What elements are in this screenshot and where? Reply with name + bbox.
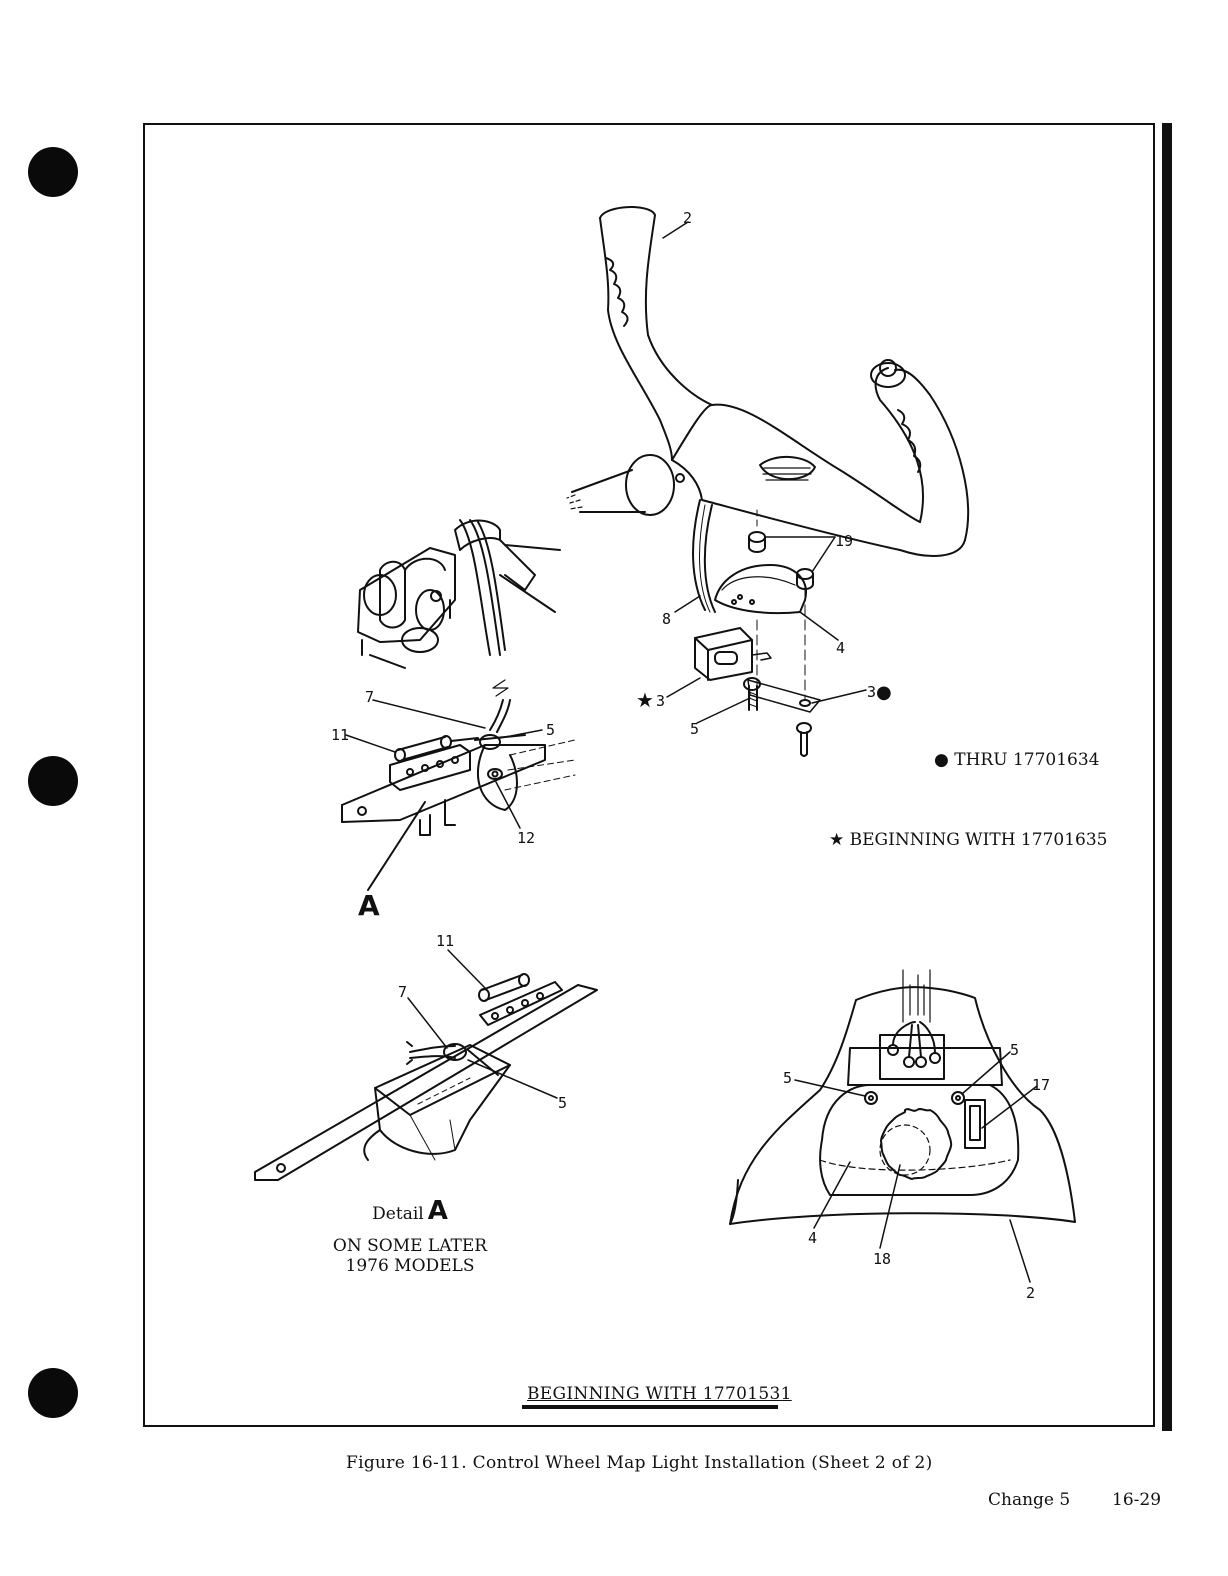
callout-2-grip: 2 xyxy=(683,209,692,227)
thru-note: THRU 17701634 xyxy=(954,750,1099,770)
detail-letter: A xyxy=(428,1196,448,1226)
beginning-legend: ★ BEGINNING WITH 17701635 xyxy=(829,830,1107,850)
detail-a-bracket xyxy=(255,950,597,1180)
dot-symbol: ● xyxy=(934,750,949,770)
detail-word: Detail xyxy=(372,1204,424,1224)
star-symbol-callout: ★ xyxy=(636,688,654,712)
callout-8: 8 xyxy=(662,610,671,628)
change-number: Change 5 xyxy=(988,1490,1070,1510)
beginning-note: BEGINNING WITH 17701635 xyxy=(850,830,1108,850)
callout-11-upper: 11 xyxy=(331,726,349,744)
callout-3-dot: 3 xyxy=(867,683,876,701)
callout-3-star: 3 xyxy=(656,692,665,710)
callout-12: 12 xyxy=(517,829,535,847)
page-number: 16-29 xyxy=(1112,1490,1161,1510)
callout-18: 18 xyxy=(873,1250,891,1268)
callout-7-detail: 7 xyxy=(398,983,407,1001)
connector-housing xyxy=(358,520,560,668)
callout-19: 19 xyxy=(835,532,853,550)
detail-a-marker: A xyxy=(358,889,380,922)
callout-5-wheel-left: 5 xyxy=(783,1069,792,1087)
resistor-bracket-upper xyxy=(342,680,575,890)
detail-note-line1: ON SOME LATER xyxy=(300,1236,520,1256)
effectivity-underline xyxy=(522,1405,778,1409)
callout-4-main: 4 xyxy=(836,639,845,657)
star-symbol: ★ xyxy=(829,830,844,850)
wheel-back-view xyxy=(730,970,1075,1282)
effectivity-label: BEGINNING WITH 17701531 xyxy=(527,1384,792,1404)
detail-note: ON SOME LATER 1976 MODELS xyxy=(300,1236,520,1276)
callout-2-wheel: 2 xyxy=(1026,1284,1035,1302)
control-wheel xyxy=(567,207,968,556)
callout-5-wheel-right: 5 xyxy=(1010,1041,1019,1059)
callout-7-upper: 7 xyxy=(365,688,374,706)
callout-17: 17 xyxy=(1032,1076,1050,1094)
thru-legend: ● THRU 17701634 xyxy=(934,750,1099,770)
dot-symbol-callout: ● xyxy=(876,682,892,703)
callout-4-wheel: 4 xyxy=(808,1229,817,1247)
callout-11-detail: 11 xyxy=(436,932,454,950)
callout-5-main: 5 xyxy=(690,720,699,738)
figure-caption: Figure 16-11. Control Wheel Map Light In… xyxy=(346,1453,933,1473)
detail-note-line2: 1976 MODELS xyxy=(300,1256,520,1276)
callout-5-upper: 5 xyxy=(546,721,555,739)
callout-5-detail: 5 xyxy=(558,1094,567,1112)
